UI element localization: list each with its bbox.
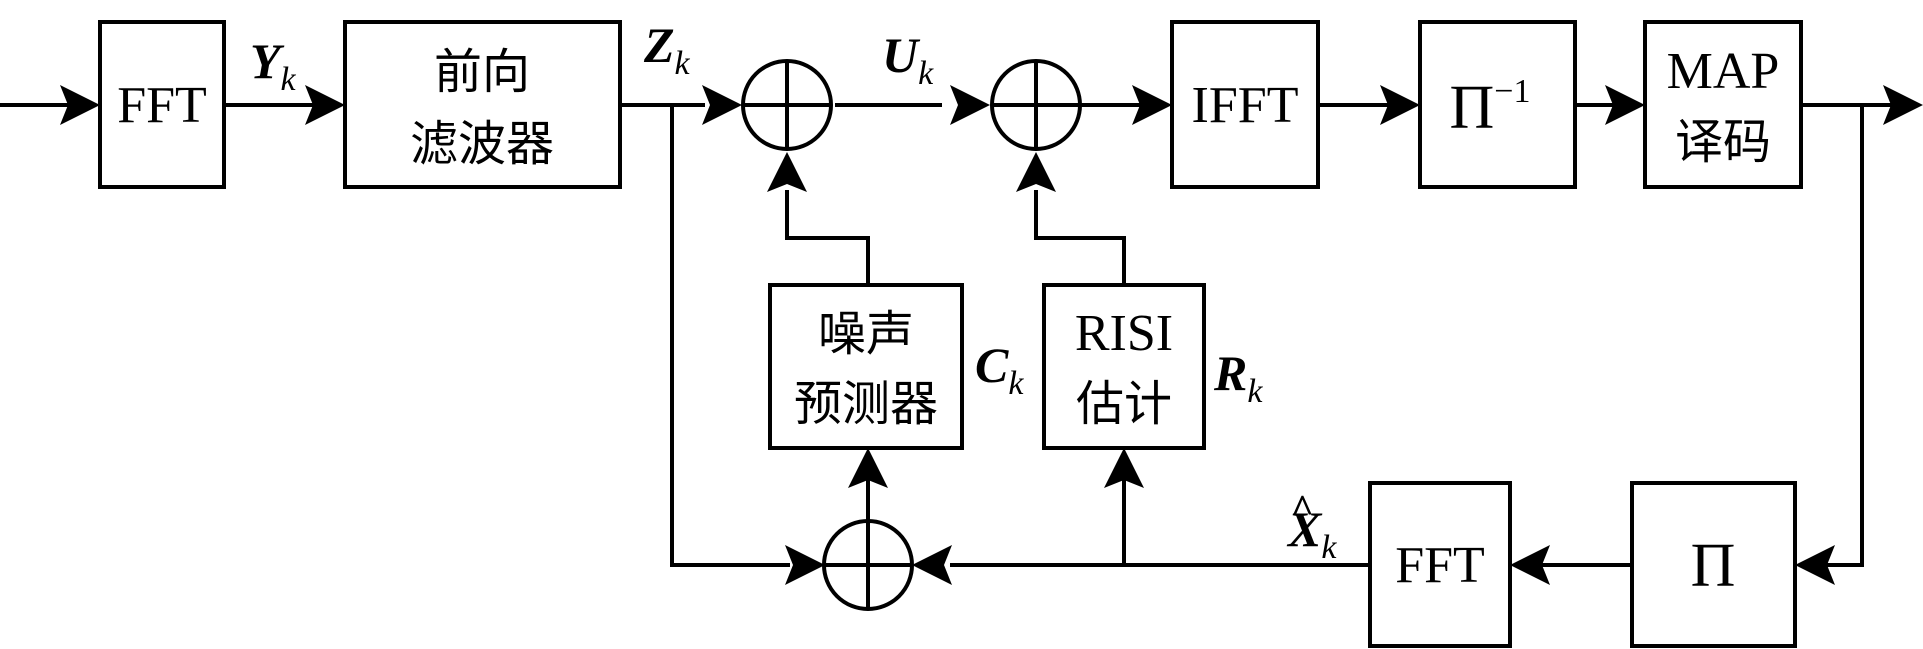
fft-input-block: FFT [98, 20, 226, 189]
risi-estimator-block: RISI 估计 [1042, 283, 1206, 450]
xhat-symbol: Xk [1286, 501, 1337, 566]
signal-label-uk: Uk [882, 27, 934, 92]
noise-predictor-label-line2: 预测器 [794, 376, 938, 432]
wire-zk-branch [670, 105, 790, 567]
map-decoder-label-line2: 译码 [1675, 114, 1771, 170]
arrow-into-filter [305, 85, 345, 125]
fft-feedback-label: FFT [1395, 537, 1485, 594]
xhat-hat: ^ [1291, 486, 1314, 531]
wire-feedback-right [1820, 105, 1864, 567]
arrow-into-fft [60, 85, 100, 125]
arrow-into-sum3-left [785, 545, 825, 585]
risi-estimator-label-line1: RISI [1075, 305, 1173, 362]
deinterleaver-label: Π−1 [1450, 73, 1531, 142]
arrow-into-ifft [1132, 85, 1172, 125]
interleaver-label: Π [1691, 532, 1736, 600]
signal-label-ck: Ck [975, 337, 1024, 402]
arrowheads [60, 85, 1923, 585]
ifft-label: IFFT [1192, 77, 1299, 134]
ifft-block: IFFT [1170, 20, 1320, 189]
sum-junction-2 [990, 59, 1082, 151]
forward-filter-label-line2: 滤波器 [410, 116, 554, 172]
deinterleaver-block: Π−1 [1418, 20, 1577, 189]
arrow-into-sum2 [950, 85, 990, 125]
wire-risi-to-sum2 [1034, 190, 1126, 285]
map-decoder-block: MAP 译码 [1643, 20, 1803, 189]
arrow-into-sum1-bottom [767, 152, 807, 192]
arrow-into-map [1605, 85, 1645, 125]
arrow-output [1883, 85, 1923, 125]
arrow-into-sum3-right [912, 545, 952, 585]
wire-noise-to-sum1 [785, 190, 870, 285]
risi-estimator-label-line2: 估计 [1076, 376, 1172, 432]
map-decoder-label-line1: MAP [1667, 43, 1780, 100]
arrow-into-sum2-bottom [1016, 152, 1056, 192]
arrow-into-risi [1104, 448, 1144, 488]
arrow-into-sum1 [702, 85, 742, 125]
forward-filter-block: 前向 滤波器 [343, 20, 622, 189]
sum-junction-3 [822, 519, 914, 611]
arrow-into-deinterleaver [1380, 85, 1420, 125]
arrow-into-fft-feedback [1510, 545, 1550, 585]
noise-predictor-block: 噪声 预测器 [768, 283, 964, 450]
forward-filter-label-line1: 前向 [434, 44, 530, 100]
signal-wires [0, 103, 1900, 567]
signal-label-xhat-k: ^ Xk [1286, 486, 1337, 566]
sum-junction-1 [741, 59, 833, 151]
interleaver-block: Π [1630, 481, 1797, 648]
signal-label-rk: Rk [1213, 345, 1263, 410]
arrow-into-noise-predictor [848, 448, 888, 488]
arrow-into-interleaver [1795, 545, 1835, 585]
fft-input-label: FFT [117, 77, 207, 134]
signal-label-yk: Yk [250, 33, 297, 98]
signal-label-zk: Zk [643, 17, 691, 82]
noise-predictor-label-line1: 噪声 [818, 306, 914, 362]
fft-feedback-block: FFT [1368, 481, 1512, 648]
